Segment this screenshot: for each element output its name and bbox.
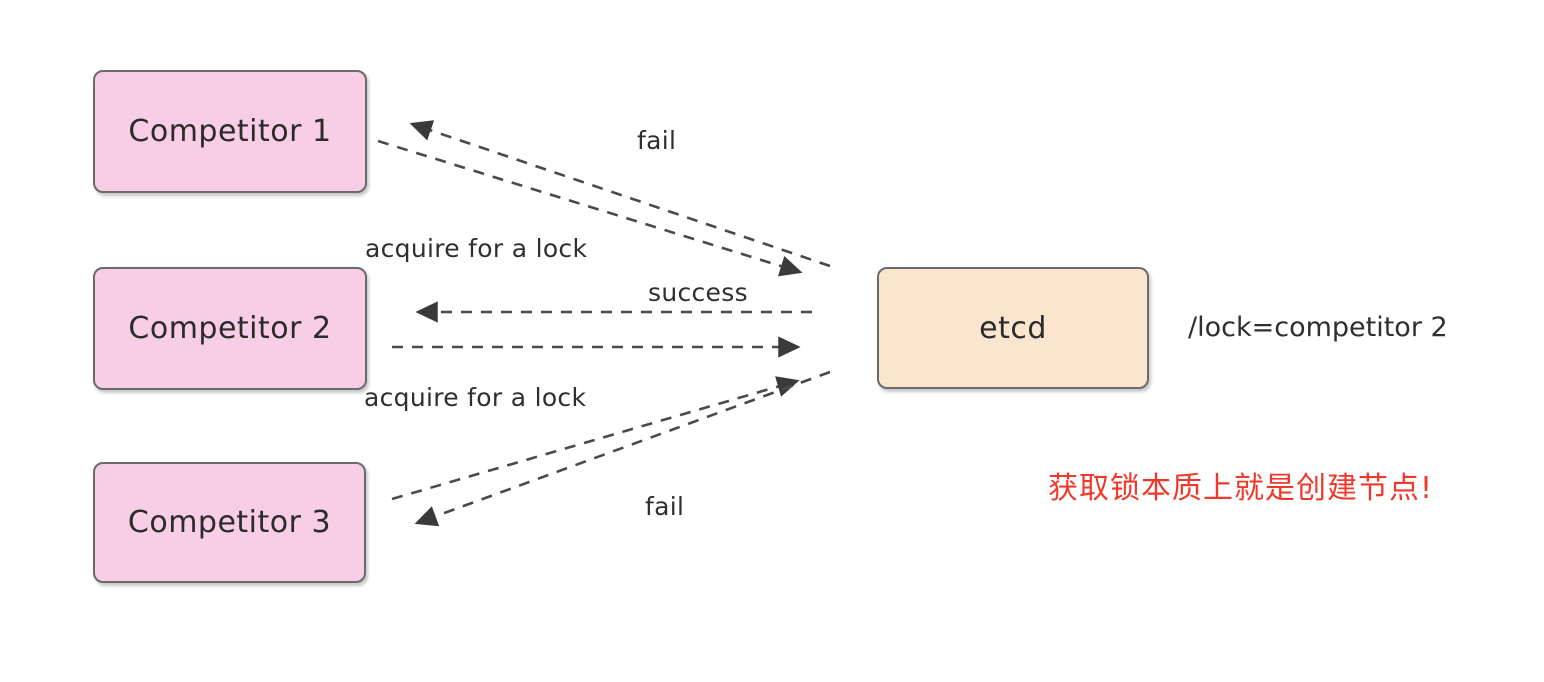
node-competitor-3[interactable]: Competitor 3	[93, 462, 366, 583]
edge-label-acquire-competitor3: acquire for a lock	[364, 383, 587, 412]
node-etcd[interactable]: etcd	[877, 267, 1149, 389]
node-competitor-1[interactable]: Competitor 1	[93, 70, 367, 193]
node-etcd-label: etcd	[979, 310, 1047, 346]
edge-label-acquire-competitor1: acquire for a lock	[365, 234, 588, 263]
node-competitor-3-label: Competitor 3	[127, 505, 332, 540]
node-competitor-2-label: Competitor 2	[128, 311, 332, 346]
node-competitor-1-label: Competitor 1	[128, 114, 332, 149]
edge-label-fail-competitor1: fail	[637, 126, 677, 155]
node-competitor-2[interactable]: Competitor 2	[93, 267, 367, 390]
annotation-warning: 获取锁本质上就是创建节点!	[1048, 471, 1434, 506]
annotation-lock-key: /lock=competitor 2	[1188, 312, 1448, 343]
edge-label-success-competitor2: success	[648, 278, 748, 307]
edge-label-fail-competitor3: fail	[645, 492, 685, 521]
